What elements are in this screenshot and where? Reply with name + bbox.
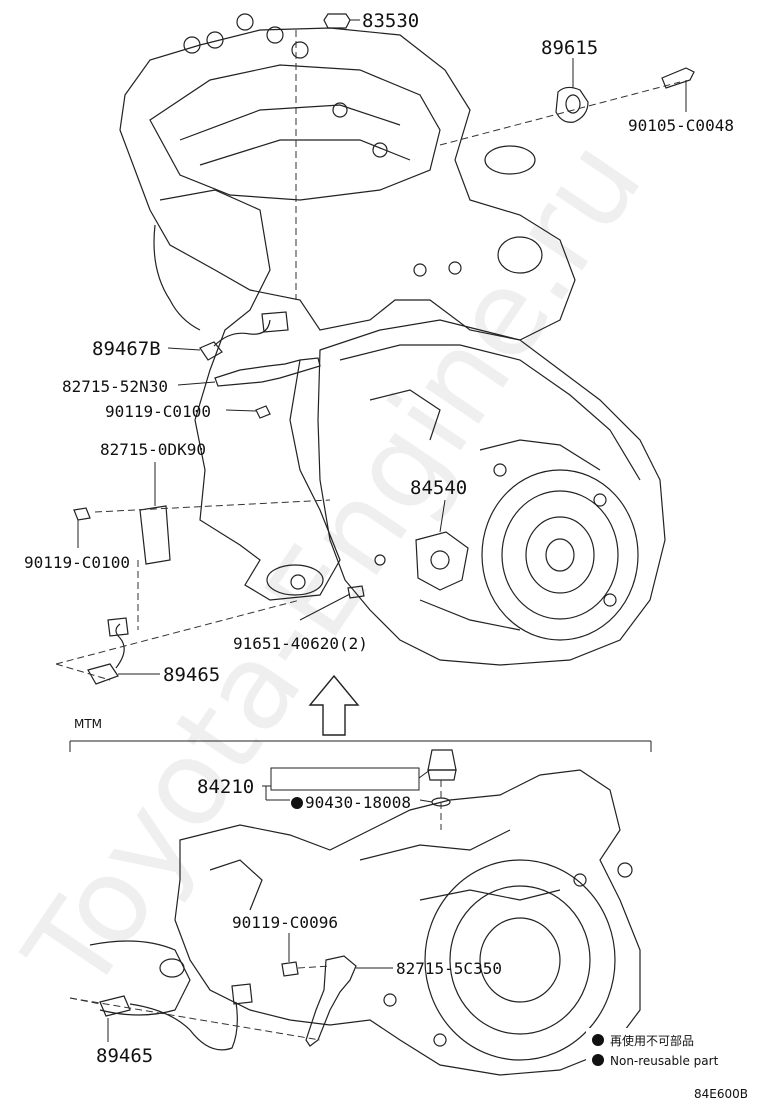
- upper-leaders: [55, 19, 687, 681]
- mtm-transaxle-drawing: [89, 769, 641, 1076]
- legend-text-en: Non-reusable part: [610, 1054, 719, 1068]
- lower-leaders: [69, 767, 442, 1042]
- non-reusable-marker-icon: [592, 1034, 604, 1046]
- up-arrow-icon: [308, 674, 360, 736]
- section-label: MTM: [74, 717, 102, 731]
- oxygen-sensor-icon: [199, 341, 223, 361]
- part-label-91651-40620: 91651-40620(2): [233, 634, 368, 653]
- part-label-90430-18008: 90430-18008: [305, 793, 411, 812]
- bracket-icon: [214, 357, 321, 387]
- connector-icon: [261, 311, 289, 333]
- part-label-90119-c0100-left: 90119-C0100: [24, 553, 130, 572]
- part-label-90105-c0048: 90105-C0048: [628, 116, 734, 135]
- upper-labels: 83530 89615 90105-C0048 89467B 82715-52N…: [24, 10, 734, 686]
- connector-icon: [231, 983, 253, 1005]
- bolt-icon: [73, 507, 91, 521]
- part-label-82715-52n30: 82715-52N30: [62, 377, 168, 396]
- backup-light-switch-icon: [427, 749, 457, 771]
- bracket-icon: [305, 955, 357, 1047]
- upper-components: [73, 13, 695, 685]
- lower-components: [99, 749, 457, 1051]
- mtm-section-bracket: MTM: [69, 717, 652, 752]
- part-label-90119-c0096: 90119-C0096: [232, 913, 338, 932]
- figure-code: 84E600B: [694, 1087, 748, 1101]
- legend: 再使用不可部品 Non-reusable part: [586, 1028, 746, 1072]
- part-label-89615: 89615: [541, 37, 598, 59]
- oil-pressure-switch-icon: [323, 13, 351, 29]
- oxygen-sensor-icon: [99, 995, 131, 1017]
- part-label-89465-top: 89465: [163, 664, 220, 686]
- lower-labels: 84210 90430-18008 90119-C0096 82715-5C35…: [96, 776, 502, 1067]
- bolt-icon: [281, 961, 299, 977]
- neutral-switch-icon: [415, 531, 469, 591]
- part-label-84210: 84210: [197, 776, 254, 798]
- non-reusable-marker-icon: [291, 797, 303, 809]
- part-label-82715-5c350: 82715-5C350: [396, 959, 502, 978]
- part-label-84540: 84540: [410, 477, 467, 499]
- non-reusable-marker-icon: [592, 1054, 604, 1066]
- legend-text-jp: 再使用不可部品: [610, 1033, 694, 1048]
- part-label-90119-c0100-top: 90119-C0100: [105, 402, 211, 421]
- part-label-89465-bottom: 89465: [96, 1045, 153, 1067]
- part-label-82715-0dk90: 82715-0DK90: [100, 440, 206, 459]
- bracket-icon: [139, 505, 171, 565]
- part-label-89467b: 89467B: [92, 338, 161, 360]
- connector-icon: [107, 617, 129, 637]
- knock-sensor-icon: [555, 86, 589, 123]
- engine-assembly-drawing: [119, 13, 666, 666]
- bolt-icon: [255, 405, 271, 419]
- oxygen-sensor-icon: [87, 663, 119, 685]
- part-label-83530: 83530: [362, 10, 419, 32]
